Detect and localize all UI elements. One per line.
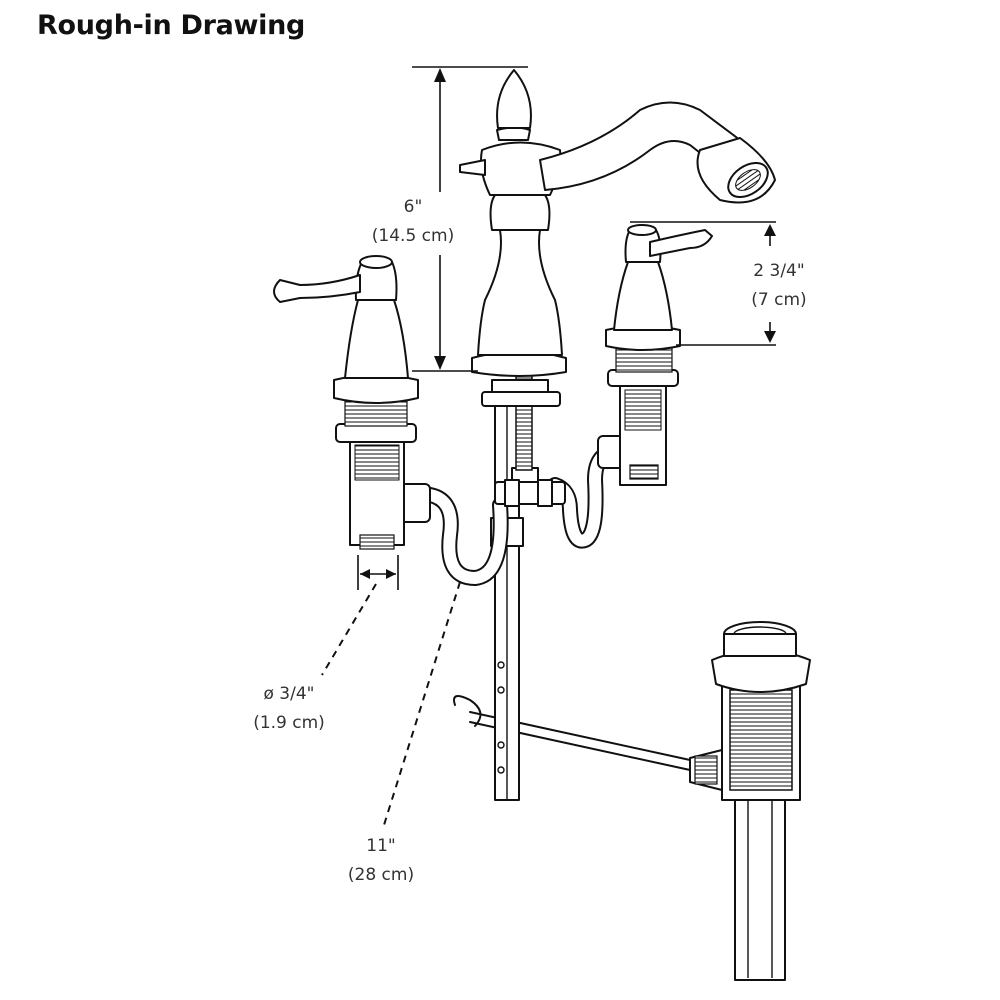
spout-height-imperial: 6" [403, 197, 423, 217]
spout-height-label: 6" (14.5 cm) [358, 193, 468, 251]
spout-body [459, 69, 776, 471]
pop-up-drain [689, 621, 811, 981]
hose-length-label: 11" (28 cm) [326, 832, 436, 890]
drawing-title: Rough-in Drawing [37, 10, 306, 41]
dimension-2-3-4in [630, 221, 776, 346]
hose-length-metric: (28 cm) [347, 865, 415, 885]
connection-diameter-label: ø 3/4" (1.9 cm) [234, 680, 344, 738]
connection-diameter-imperial: ø 3/4" [263, 684, 315, 704]
spout-height-metric: (14.5 cm) [371, 226, 455, 246]
dimension-6in [412, 66, 528, 372]
handle-height-label: 2 3/4" (7 cm) [724, 257, 834, 315]
dimension-hose-length [383, 581, 461, 826]
connection-diameter-metric: (1.9 cm) [253, 713, 325, 733]
dimension-diameter [321, 555, 399, 676]
handle-height-metric: (7 cm) [751, 290, 807, 310]
hose-length-imperial: 11" [366, 836, 396, 856]
left-handle-valve [273, 255, 419, 550]
right-handle-valve [605, 224, 713, 486]
handle-height-imperial: 2 3/4" [753, 261, 805, 281]
